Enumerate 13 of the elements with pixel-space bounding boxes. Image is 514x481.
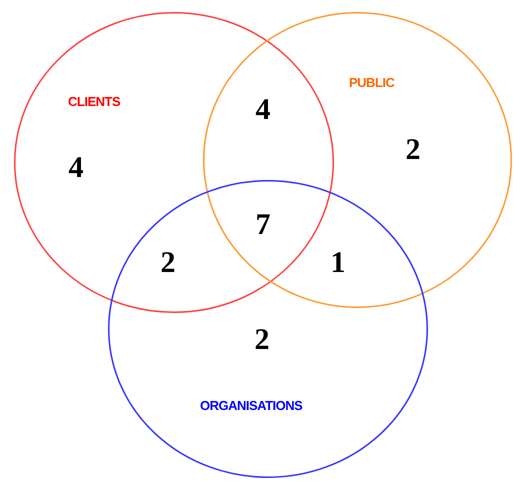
set-label: ORGANISATIONS: [200, 398, 302, 413]
venn-circle: [203, 12, 512, 308]
count-label: 7: [256, 210, 270, 240]
count-label: 4: [256, 95, 270, 125]
count-label: 2: [254, 325, 270, 355]
set-label: PUBLIC: [349, 75, 394, 90]
count-label: 2: [406, 135, 420, 165]
venn-circle: [108, 180, 428, 478]
venn-circle: [14, 12, 334, 313]
count-label: 4: [68, 153, 84, 183]
count-label: 2: [160, 248, 176, 278]
count-label: 1: [330, 248, 346, 278]
set-label: CLIENTS: [68, 94, 120, 109]
